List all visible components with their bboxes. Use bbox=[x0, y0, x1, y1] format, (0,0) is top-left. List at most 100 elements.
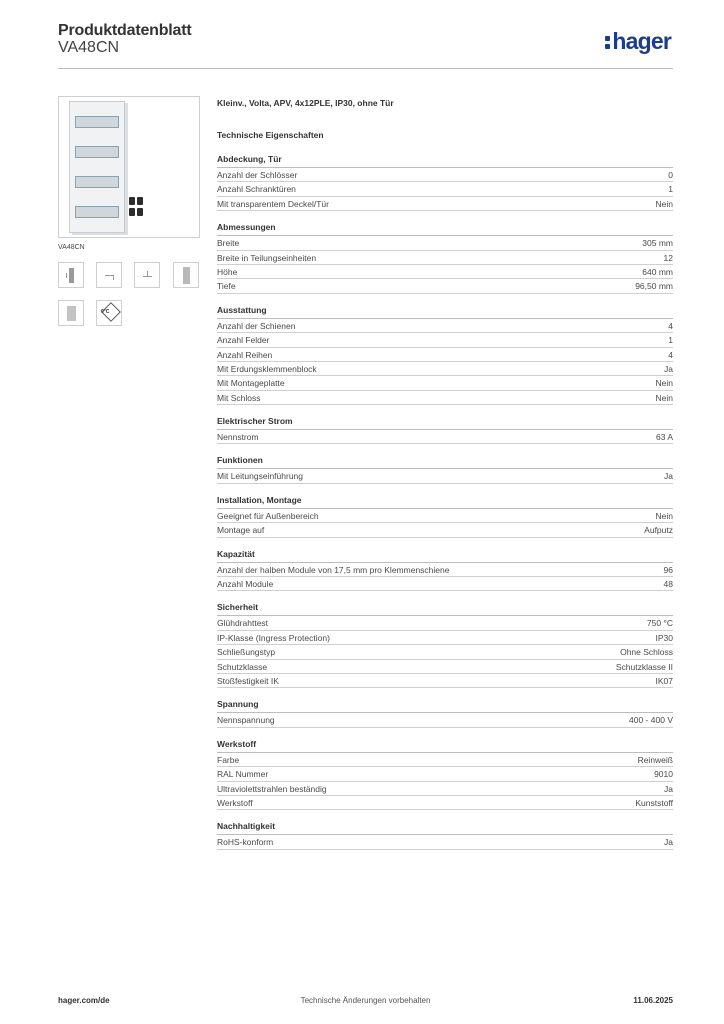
brand-name: hager bbox=[612, 28, 671, 54]
spec-row: Werkstoff Kunststoff bbox=[217, 796, 673, 811]
spec-row: Breite 305 mm bbox=[217, 236, 673, 251]
spec-label: Höhe bbox=[217, 266, 238, 277]
product-code: VA48CN bbox=[58, 39, 120, 56]
spec-row: Mit Erdungsklemmenblock Ja bbox=[217, 362, 673, 377]
spec-row: Glühdrahttest 750 °C bbox=[217, 616, 673, 631]
spec-label: Tiefe bbox=[217, 281, 236, 292]
plug-icon bbox=[137, 197, 143, 205]
product-image[interactable] bbox=[58, 96, 200, 238]
spec-label: Glühdrahttest bbox=[217, 618, 269, 629]
section-title: Sicherheit bbox=[217, 600, 673, 617]
side-drawing-icon[interactable] bbox=[134, 262, 160, 288]
spec-label: RoHS-konform bbox=[217, 837, 274, 848]
spec-label: Breite in Teilungseinheiten bbox=[217, 252, 317, 263]
plug-icon bbox=[137, 208, 143, 216]
spec-row: Geeignet für Außenbereich Nein bbox=[217, 509, 673, 524]
spec-label: Anzahl Felder bbox=[217, 335, 270, 346]
spec-value: 12 bbox=[663, 252, 673, 263]
section-title: Funktionen bbox=[217, 453, 673, 470]
spec-label: Farbe bbox=[217, 754, 240, 765]
spec-value: 1 bbox=[668, 335, 673, 346]
footer-website[interactable]: hager.com/de bbox=[58, 996, 110, 1005]
spec-label: Ultraviolettstrahlen beständig bbox=[217, 783, 327, 794]
section-title: Kapazität bbox=[217, 547, 673, 563]
spec-label: Anzahl Module bbox=[217, 579, 274, 590]
spec-label: Nennspannung bbox=[217, 715, 275, 726]
brand-logo: hager bbox=[605, 28, 672, 55]
spec-value: Nein bbox=[655, 510, 673, 521]
spec-value: 48 bbox=[663, 579, 673, 590]
spec-value: 96 bbox=[663, 564, 673, 575]
tech-heading: Technische Eigenschaften bbox=[217, 130, 324, 140]
spec-value: Reinweiß bbox=[637, 754, 673, 765]
cabinet-view-icon[interactable] bbox=[58, 300, 84, 326]
spec-value: 400 - 400 V bbox=[629, 715, 673, 726]
spec-label: Mit Montageplatte bbox=[217, 378, 285, 389]
spec-value: Nein bbox=[655, 392, 673, 403]
spec-row: Mit Leitungseinführung Ja bbox=[217, 469, 673, 484]
section-title: Nachhaltigkeit bbox=[217, 819, 673, 836]
spec-label: Montage auf bbox=[217, 525, 265, 536]
spec-label: Stoßfestigkeit IK bbox=[217, 675, 279, 686]
footer-note: Technische Änderungen vorbehalten bbox=[300, 996, 431, 1005]
side-view-icon[interactable] bbox=[173, 262, 199, 288]
spec-label: Geeignet für Außenbereich bbox=[217, 510, 319, 521]
spec-label: Werkstoff bbox=[217, 797, 253, 808]
rail-3 bbox=[75, 176, 119, 188]
spec-row: Schließungstyp Ohne Schloss bbox=[217, 645, 673, 660]
spec-value: Ohne Schloss bbox=[620, 647, 673, 658]
spec-value: IK07 bbox=[655, 675, 674, 686]
spec-label: Breite bbox=[217, 238, 240, 249]
spec-label: Schließungstyp bbox=[217, 647, 276, 658]
spec-row: Farbe Reinweiß bbox=[217, 753, 673, 768]
spec-row: Breite in Teilungseinheiten 12 bbox=[217, 251, 673, 265]
spec-label: Mit transparentem Deckel/Tür bbox=[217, 198, 329, 209]
spec-label: Anzahl der halben Module von 17,5 mm pro… bbox=[217, 564, 450, 575]
spec-label: IP-Klasse (Ingress Protection) bbox=[217, 632, 330, 643]
spec-label: Nennstrom bbox=[217, 432, 259, 443]
spec-value: 305 mm bbox=[642, 238, 673, 249]
rail-1 bbox=[75, 116, 119, 128]
document-title: Produktdatenblatt bbox=[58, 22, 192, 39]
logo-dots-icon bbox=[605, 36, 611, 50]
section-title: Spannung bbox=[217, 697, 673, 714]
cabinet-illustration bbox=[69, 101, 125, 233]
certification-icon[interactable]: 0°C bbox=[96, 300, 122, 326]
rail-2 bbox=[75, 146, 119, 158]
spec-label: Mit Erdungsklemmenblock bbox=[217, 363, 317, 374]
spec-value: Kunststoff bbox=[635, 797, 673, 808]
section-title: Werkstoff bbox=[217, 737, 673, 753]
spec-value: 4 bbox=[668, 349, 673, 360]
spec-value: 96,50 mm bbox=[635, 281, 673, 292]
spec-row: Nennspannung 400 - 400 V bbox=[217, 713, 673, 728]
front-view-icon[interactable] bbox=[58, 262, 84, 288]
spec-value: Ja bbox=[664, 837, 673, 848]
footer-date: 11.06.2025 bbox=[633, 996, 673, 1005]
spec-label: Anzahl Reihen bbox=[217, 349, 273, 360]
dimension-drawing-icon[interactable] bbox=[96, 262, 122, 288]
spec-row: Anzahl der halben Module von 17,5 mm pro… bbox=[217, 563, 673, 578]
spec-label: Mit Leitungseinführung bbox=[217, 471, 304, 482]
header-divider bbox=[58, 68, 673, 69]
section-title: Abdeckung, Tür bbox=[217, 152, 673, 168]
spec-value: Ja bbox=[664, 363, 673, 374]
spec-value: 750 °C bbox=[646, 618, 673, 629]
spec-value: IP30 bbox=[655, 632, 674, 643]
spec-value: Ja bbox=[664, 471, 673, 482]
spec-row: RoHS-konform Ja bbox=[217, 835, 673, 850]
